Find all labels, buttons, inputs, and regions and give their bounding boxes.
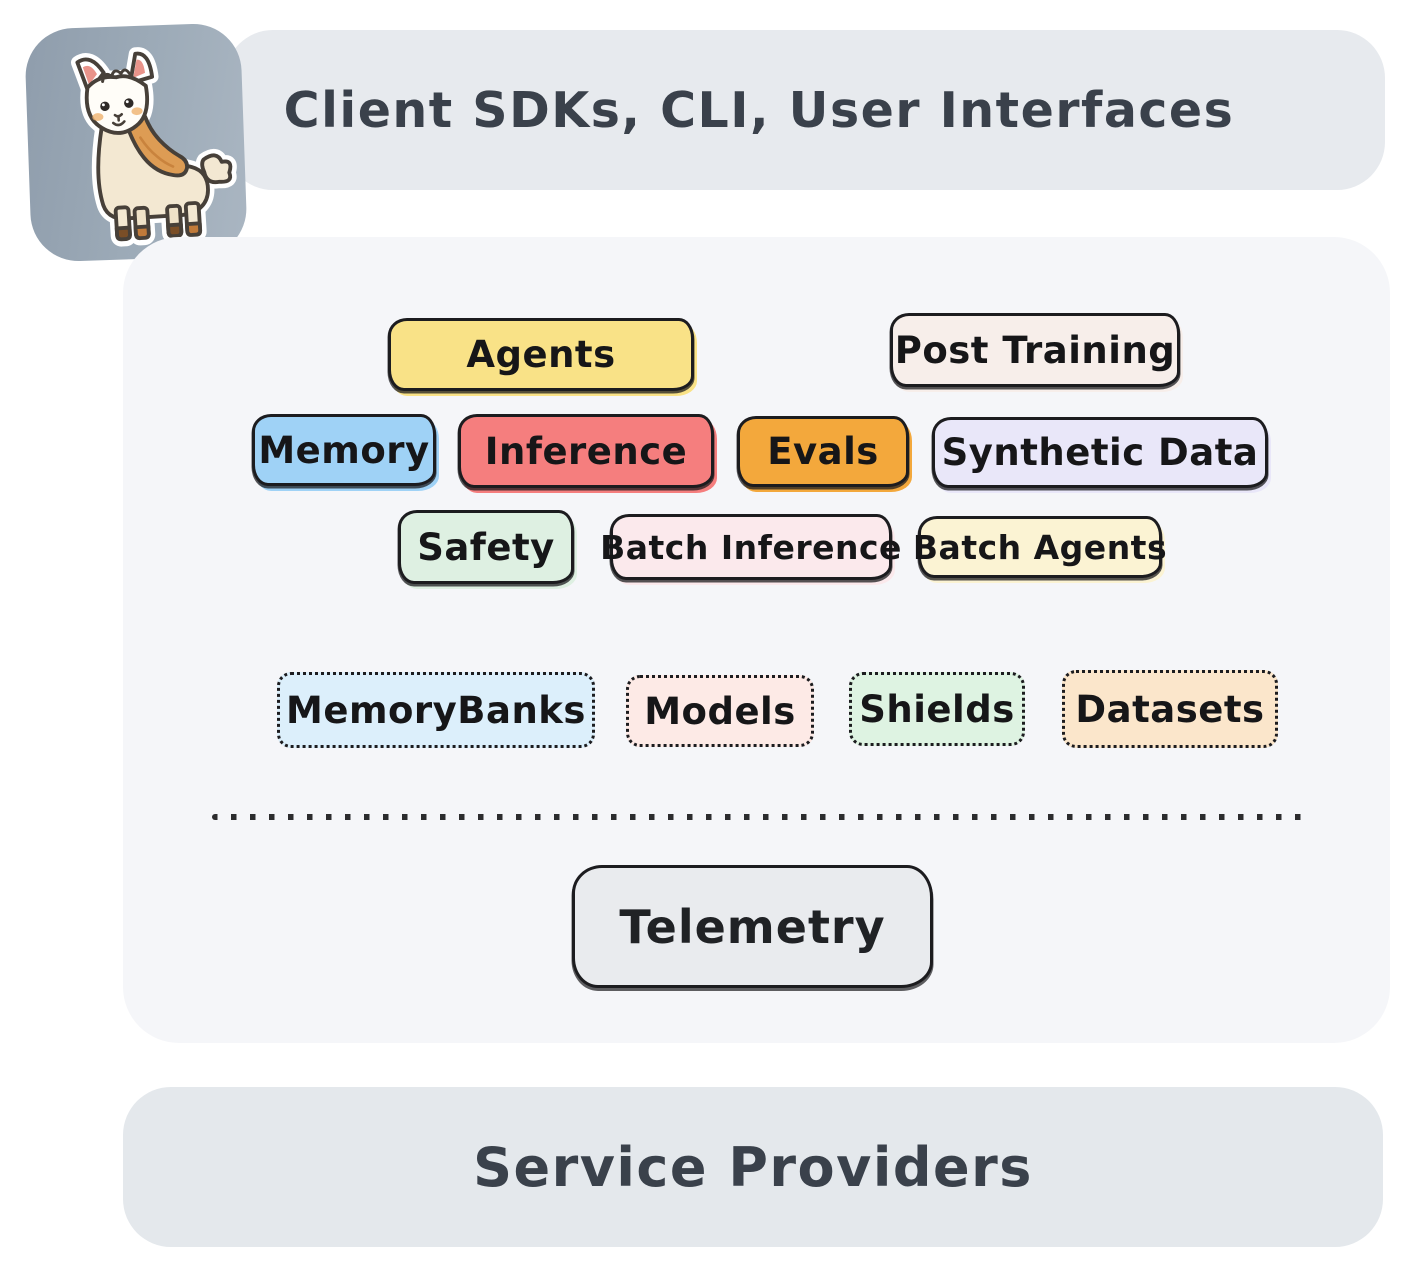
api-box-safety-label: Safety <box>417 525 555 569</box>
api-box-batch-agents-label: Batch Agents <box>912 527 1168 567</box>
llama-illustration <box>70 47 237 247</box>
telemetry-box-label: Telemetry <box>619 899 886 954</box>
api-box-evals: Evals <box>737 416 909 487</box>
api-box-agents-label: Agents <box>466 333 616 376</box>
api-box-inference-label: Inference <box>484 429 688 473</box>
resource-box-datasets: Datasets <box>1062 670 1278 748</box>
api-box-inference: Inference <box>458 414 714 488</box>
resource-box-memorybanks-label: MemoryBanks <box>286 688 586 732</box>
client-layer-banner: Client SDKs, CLI, User Interfaces <box>225 30 1385 190</box>
resource-box-models: Models <box>626 675 814 747</box>
api-box-safety: Safety <box>398 510 574 584</box>
resource-box-models-label: Models <box>644 689 796 733</box>
llama-mascot-icon <box>24 22 248 263</box>
api-box-memory: Memory <box>252 414 436 486</box>
api-box-synthetic-data: Synthetic Data <box>932 417 1268 488</box>
api-box-batch-agents: Batch Agents <box>913 516 1167 578</box>
api-box-evals-label: Evals <box>767 430 879 473</box>
llama-stack-panel: Agents Post Training Memory Inference Ev… <box>123 237 1390 1043</box>
api-box-batch-inference: Batch Inference <box>600 514 901 580</box>
api-box-agents: Agents <box>388 318 694 391</box>
api-box-memory-label: Memory <box>258 428 430 472</box>
resource-box-shields: Shields <box>849 672 1025 746</box>
resource-box-memorybanks: MemoryBanks <box>277 672 595 748</box>
api-box-post-training-label: Post Training <box>894 328 1176 372</box>
telemetry-divider-dotted-line <box>212 814 1310 820</box>
api-box-batch-inference-label: Batch Inference <box>600 527 902 567</box>
api-box-synthetic-data-label: Synthetic Data <box>941 431 1259 474</box>
resource-box-datasets-label: Datasets <box>1075 687 1265 731</box>
resource-box-shields-label: Shields <box>859 687 1015 731</box>
client-layer-label: Client SDKs, CLI, User Interfaces <box>283 81 1235 139</box>
service-providers-banner: Service Providers <box>123 1087 1383 1247</box>
api-box-post-training: Post Training <box>890 313 1180 387</box>
telemetry-box: Telemetry <box>572 865 933 988</box>
service-providers-label: Service Providers <box>473 1135 1033 1199</box>
